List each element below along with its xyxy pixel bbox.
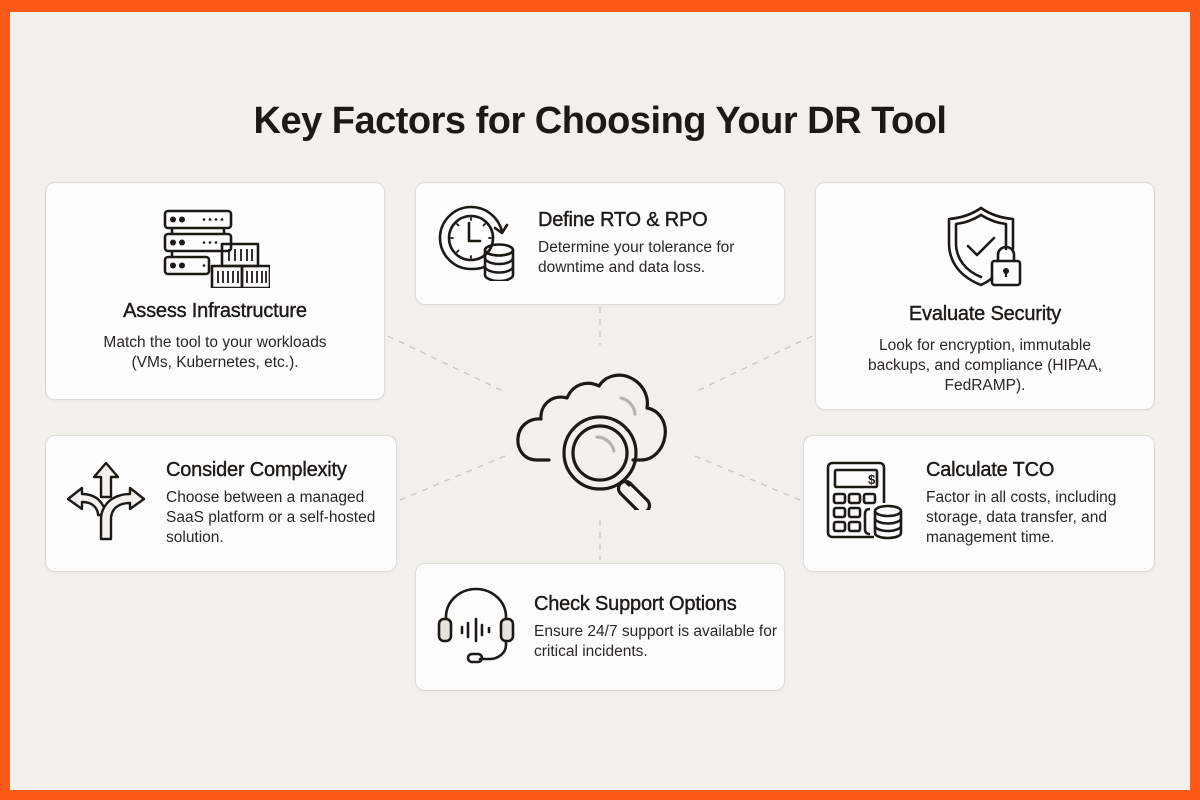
factor-heading: Consider Complexity: [166, 459, 347, 481]
factor-description: Match the tool to your workloads (VMs, K…: [103, 334, 327, 371]
factor-card-check-support-options: Check Support Options Ensure 24/7 suppor…: [415, 563, 785, 691]
cloud-search-hub: [515, 360, 685, 515]
factor-heading: Assess Infrastructure: [123, 300, 307, 322]
headset-icon: [437, 587, 515, 663]
factor-card-consider-complexity: Consider Complexity Choose between a man…: [45, 435, 397, 572]
calculator-coins-icon: $: [826, 461, 903, 540]
factor-card-evaluate-security: Evaluate Security Look for encryption, i…: [815, 182, 1155, 410]
page-title: Key Factors for Choosing Your DR Tool: [253, 100, 947, 142]
factor-heading: Calculate TCO: [926, 459, 1055, 481]
cloud-search-icon: [516, 373, 667, 515]
factor-card-calculate-tco: $ Calculate TCO Factor in all costs, inc…: [803, 435, 1155, 572]
server-containers-icon: [163, 209, 270, 288]
svg-text:$: $: [868, 472, 876, 487]
factor-description: Determine your tolerance for downtime an…: [538, 239, 735, 276]
clock-database-icon: [438, 205, 515, 283]
factor-card-define-rto-rpo: Define RTO & RPO Determine your toleranc…: [415, 182, 785, 305]
factor-description: Look for encryption, immutable backups, …: [867, 337, 1103, 394]
factor-heading: Evaluate Security: [908, 303, 1062, 325]
factor-card-assess-infrastructure: Assess Infrastructure Match the tool to …: [45, 182, 385, 400]
factor-description: Choose between a managed SaaS platform o…: [166, 489, 376, 546]
factor-description: Factor in all costs, including storage, …: [926, 489, 1117, 546]
factor-heading: Check Support Options: [534, 592, 737, 615]
factor-heading: Define RTO & RPO: [538, 209, 708, 231]
factor-description: Ensure 24/7 support is available for cri…: [534, 622, 777, 660]
shield-lock-icon: [947, 206, 1022, 287]
split-arrows-icon: [66, 461, 146, 541]
